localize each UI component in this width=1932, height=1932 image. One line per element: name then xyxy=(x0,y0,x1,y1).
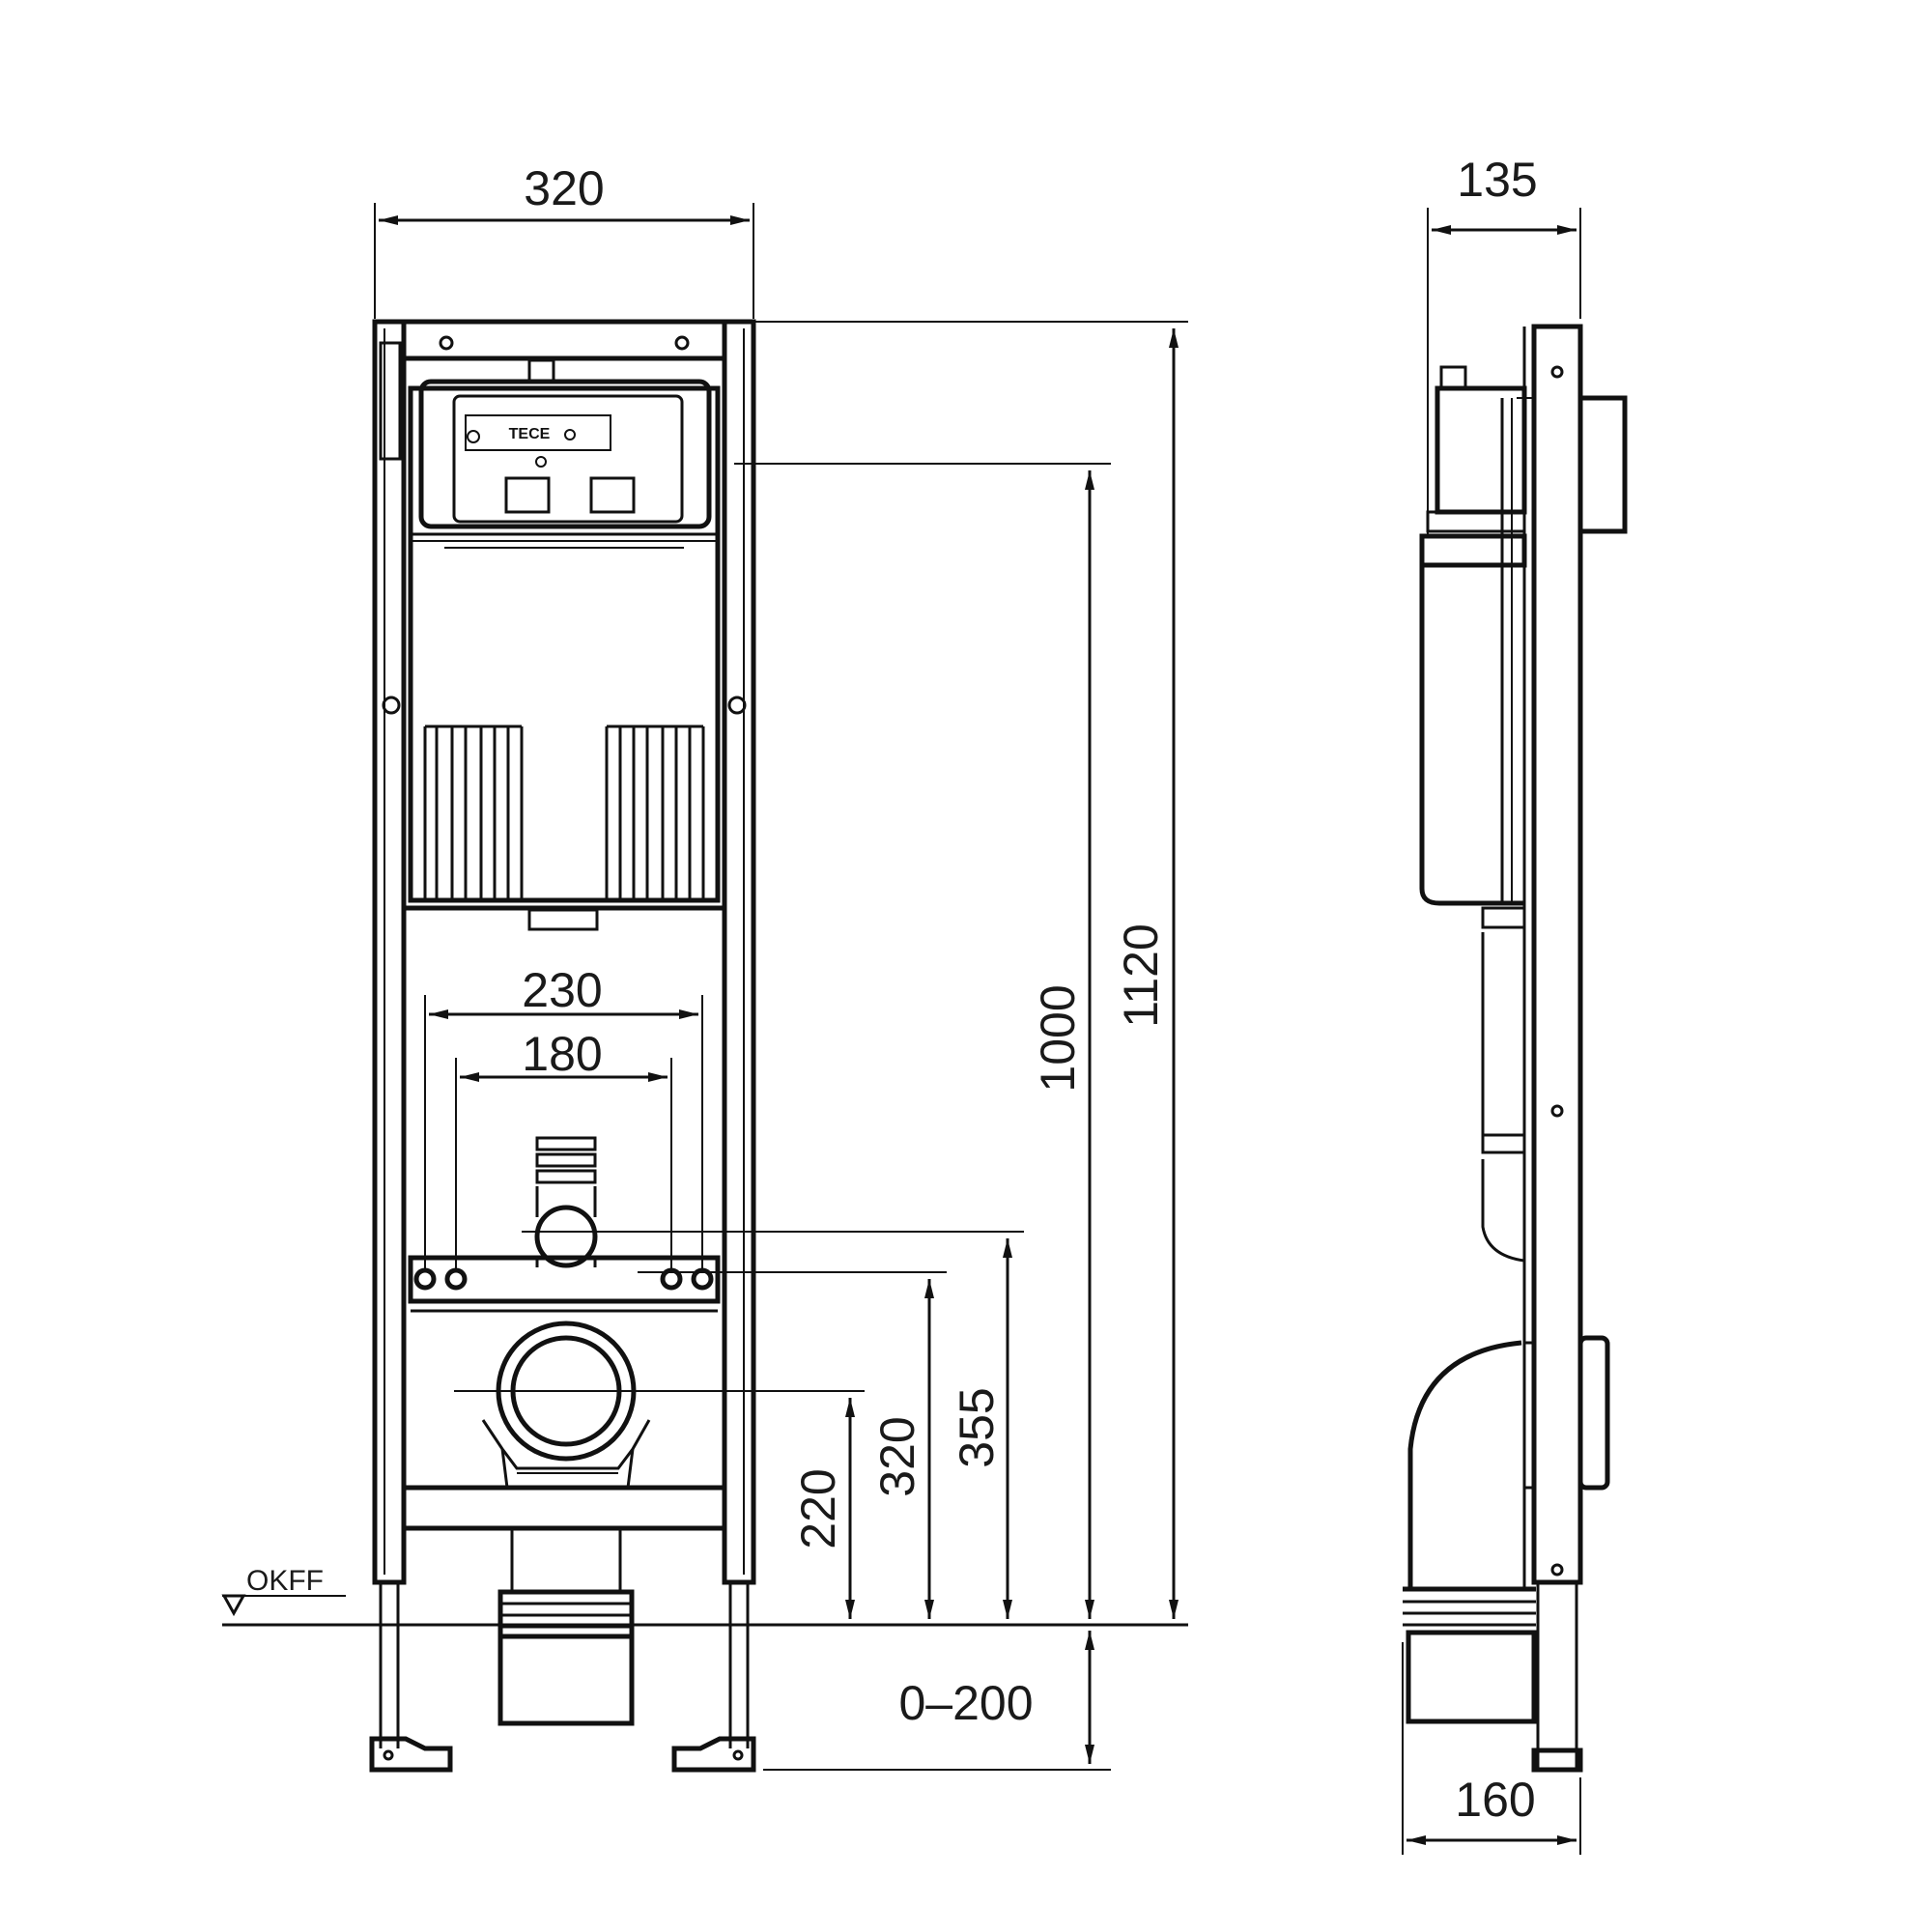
dim-bolt-spacing-inner: 180 xyxy=(455,1027,672,1270)
dim-supply-height: 320 xyxy=(638,1271,947,1619)
dim-supply-height-label: 320 xyxy=(870,1416,924,1496)
dim-total-height-label: 1120 xyxy=(1114,923,1168,1028)
dim-depth-bottom-label: 160 xyxy=(1455,1773,1535,1827)
side-flush-pipe xyxy=(1481,932,1526,1263)
side-drain-bend xyxy=(1403,1335,1610,1724)
dim-bolt-spacing-outer-label: 230 xyxy=(522,963,602,1017)
dim-width-label: 320 xyxy=(524,161,604,215)
dim-width: 320 xyxy=(374,161,754,319)
cistern: TECE xyxy=(404,358,724,931)
lower-crossbar xyxy=(401,1485,727,1531)
frame-legs xyxy=(369,1584,756,1773)
dim-bolt-height-label: 355 xyxy=(950,1387,1004,1467)
flush-pipe xyxy=(534,1136,598,1268)
dim-bolt-spacing-outer: 230 xyxy=(424,963,703,1270)
dim-depth-top: 135 xyxy=(1427,153,1581,536)
cistern-ribs-right xyxy=(605,724,705,898)
front-view: TECE xyxy=(221,161,1188,1773)
brand-label: TECE xyxy=(509,426,551,442)
dim-actuator-height-label: 1000 xyxy=(1031,984,1085,1092)
drain-pipe xyxy=(497,1528,635,1726)
frame-uprights xyxy=(372,319,756,1585)
dim-total-height: 1120 xyxy=(753,321,1188,1619)
dim-leg-extension: 0–200 xyxy=(763,1631,1111,1771)
dim-bolt-height: 355 xyxy=(522,1231,1024,1619)
side-legs xyxy=(1531,1584,1583,1773)
drain-bend xyxy=(481,1321,651,1489)
dim-leg-extension-label: 0–200 xyxy=(898,1676,1033,1730)
dim-drain-height: 220 xyxy=(454,1390,865,1619)
cistern-ribs-left xyxy=(423,724,524,898)
dim-depth-top-label: 135 xyxy=(1457,153,1537,207)
floor-level-label: OKFF xyxy=(246,1565,324,1597)
dim-drain-height-label: 220 xyxy=(791,1468,845,1548)
dim-depth-bottom: 160 xyxy=(1402,1642,1581,1855)
side-view: 135 160 xyxy=(1402,153,1628,1855)
dim-actuator-height: 1000 xyxy=(734,463,1111,1619)
side-cistern xyxy=(1419,365,1534,929)
dim-bolt-spacing-inner-label: 180 xyxy=(522,1027,602,1081)
floor-level-marker: OKFF xyxy=(221,1565,1188,1627)
